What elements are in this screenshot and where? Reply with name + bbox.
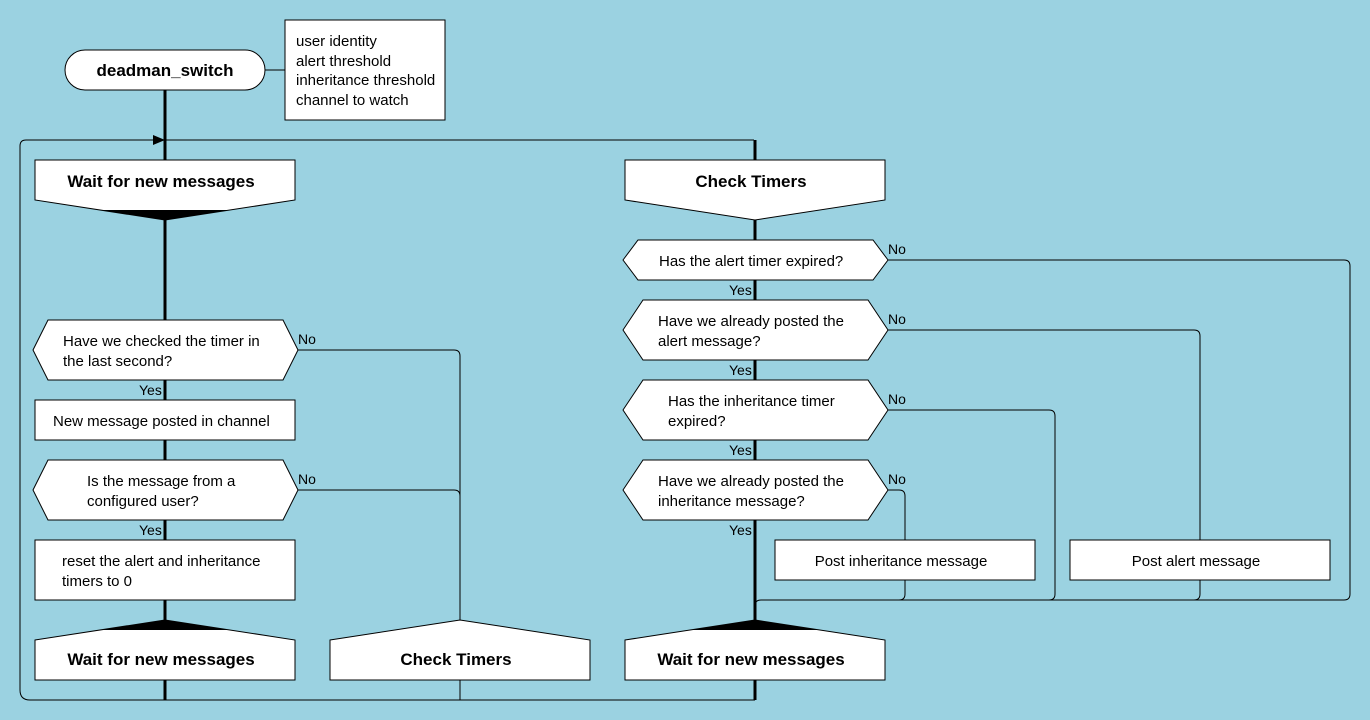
process-reset-timers: reset the alert and inheritance timers t…: [34, 539, 296, 601]
wait-messages-bottom-left: Wait for new messages: [34, 619, 296, 681]
decision-configured-user-label: Is the message from a configured user?: [87, 473, 240, 510]
decision-inheritance-expired: Has the inheritance timer expired?: [622, 379, 889, 441]
process-post-inheritance: Post inheritance message: [774, 539, 1036, 581]
decision-inheritance-posted: Have we already posted the inheritance m…: [622, 459, 889, 521]
no-label: No: [888, 471, 906, 487]
no-label: No: [888, 241, 906, 257]
no-label: No: [888, 311, 906, 327]
connector-lines: [19, 69, 1351, 701]
process-new-message-label: New message posted in channel: [53, 413, 270, 430]
yes-label: Yes: [729, 522, 752, 538]
decision-alert-expired-label: Has the alert timer expired?: [659, 253, 843, 270]
check-timers-bottom: Check Timers: [329, 619, 591, 681]
start-terminal-label: deadman_switch: [97, 61, 234, 80]
process-post-inheritance-label: Post inheritance message: [815, 553, 988, 570]
no-label: No: [298, 471, 316, 487]
yes-label: Yes: [139, 522, 162, 538]
parameters-text: user identity alert threshold inheritanc…: [296, 33, 439, 109]
edge-labels: No Yes No Yes No Yes No Yes No Yes No Ye…: [139, 241, 906, 538]
check-timers-top-label: Check Timers: [695, 172, 806, 191]
wait-messages-top-label: Wait for new messages: [67, 172, 254, 191]
decision-inheritance-expired-label: Has the inheritance timer expired?: [668, 393, 839, 430]
process-new-message: New message posted in channel: [34, 399, 296, 441]
check-timers-bottom-label: Check Timers: [400, 650, 511, 669]
decision-alert-posted-label: Have we already posted the alert message…: [658, 313, 848, 350]
decision-alert-expired: Has the alert timer expired?: [622, 239, 889, 281]
wait-messages-bottom-right: Wait for new messages: [624, 619, 886, 681]
decision-alert-posted: Have we already posted the alert message…: [622, 299, 889, 361]
wait-messages-bottom-left-label: Wait for new messages: [67, 650, 254, 669]
decision-checked-timer-label: Have we checked the timer in the last se…: [63, 333, 264, 370]
wait-messages-bottom-right-label: Wait for new messages: [657, 650, 844, 669]
yes-label: Yes: [729, 442, 752, 458]
decision-configured-user: Is the message from a configured user?: [32, 459, 299, 521]
process-reset-timers-label: reset the alert and inheritance timers t…: [62, 553, 265, 590]
start-terminal: deadman_switch: [64, 49, 266, 91]
yes-label: Yes: [139, 382, 162, 398]
yes-label: Yes: [729, 282, 752, 298]
decision-checked-timer: Have we checked the timer in the last se…: [32, 319, 299, 381]
wait-messages-top: Wait for new messages: [34, 159, 296, 221]
process-post-alert: Post alert message: [1069, 539, 1331, 581]
parameters-note: user identity alert threshold inheritanc…: [284, 19, 446, 121]
no-label: No: [298, 331, 316, 347]
no-label: No: [888, 391, 906, 407]
yes-label: Yes: [729, 362, 752, 378]
check-timers-top: Check Timers: [624, 159, 886, 221]
decision-inheritance-posted-label: Have we already posted the inheritance m…: [658, 473, 848, 510]
process-post-alert-label: Post alert message: [1132, 553, 1260, 570]
